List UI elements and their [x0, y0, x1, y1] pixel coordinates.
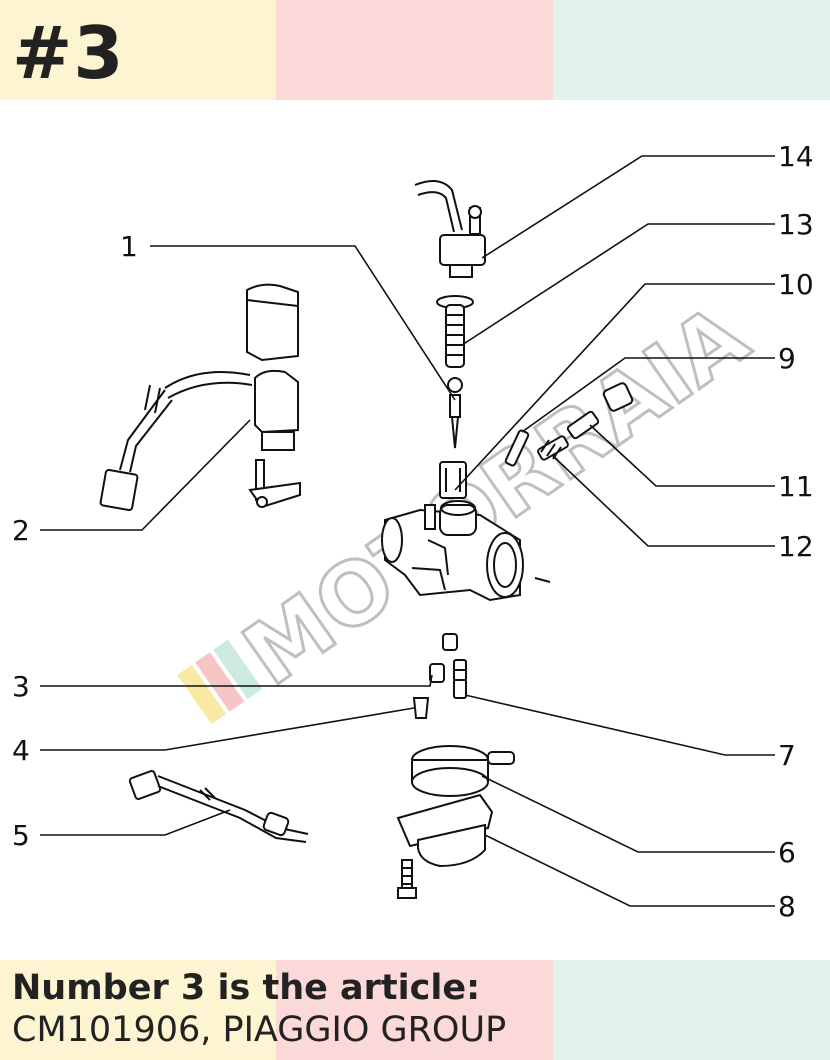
part-2-starter — [99, 283, 301, 512]
leader-11 — [589, 424, 775, 487]
band-yellow — [0, 0, 276, 100]
callout-11: 11 — [778, 470, 814, 503]
callout-7: 7 — [778, 739, 796, 772]
article-caption-code: CM101906, PIAGGIO GROUP — [12, 1010, 507, 1050]
callout-2: 2 — [12, 514, 30, 547]
part-12-spring-screw — [537, 435, 569, 461]
leader-14 — [481, 155, 775, 259]
article-caption-heading: Number 3 is the article: — [12, 968, 481, 1008]
callout-6: 6 — [778, 836, 796, 869]
watermark-stripe-yellow — [177, 664, 227, 725]
footer-band — [0, 960, 830, 1060]
leader-10 — [454, 283, 775, 491]
part-1-needle — [447, 377, 463, 449]
page-title: #3 — [12, 11, 125, 95]
callout-9: 9 — [778, 342, 796, 375]
part-6-gasket — [411, 745, 515, 797]
callout-10: 10 — [778, 268, 814, 301]
leader-2 — [40, 419, 251, 531]
part-8-float-bowl — [396, 793, 494, 899]
callout-13: 13 — [778, 208, 814, 241]
watermark-stripe-mint — [213, 639, 263, 700]
leader-9 — [521, 357, 775, 433]
part-11-adjuster — [566, 382, 634, 440]
footer-band-pink — [276, 960, 553, 1060]
leader-1 — [150, 245, 456, 401]
leader-5 — [40, 809, 231, 836]
carburetor-body — [381, 500, 551, 602]
parts-3-4-jets — [412, 633, 458, 719]
part-7-screw — [453, 659, 467, 699]
callout-3: 3 — [12, 670, 30, 703]
callout-1: 1 — [120, 230, 138, 263]
watermark-text: MOTORRAIA — [226, 286, 765, 705]
leader-13 — [461, 223, 775, 346]
leader-7 — [464, 694, 775, 756]
part-10-slide — [439, 461, 467, 499]
leader-12 — [551, 454, 775, 547]
exploded-parts-diagram: MOTORRAIA — [12, 140, 814, 923]
callout-8: 8 — [778, 890, 796, 923]
callout-14: 14 — [778, 140, 814, 173]
band-pink — [276, 0, 553, 100]
callout-5: 5 — [12, 819, 30, 852]
leader-6 — [481, 775, 775, 853]
leader-4 — [40, 707, 415, 751]
footer-band-mint — [553, 960, 830, 1060]
callout-labels: 14 13 10 1 9 11 12 2 3 4 7 5 6 8 — [12, 140, 814, 923]
callout-4: 4 — [12, 734, 30, 767]
part-5-cable — [128, 770, 309, 843]
part-14-fuel-inlet — [414, 180, 486, 278]
band-mint — [553, 0, 830, 100]
footer-band-yellow — [0, 960, 276, 1060]
part-9-screw — [504, 429, 530, 467]
leader-8 — [484, 834, 775, 907]
part-13-spring — [436, 295, 474, 368]
header-band — [0, 0, 830, 100]
watermark-stripe-pink — [195, 652, 245, 712]
leader-3 — [40, 674, 433, 687]
leader-lines — [40, 155, 775, 907]
callout-12: 12 — [778, 530, 814, 563]
